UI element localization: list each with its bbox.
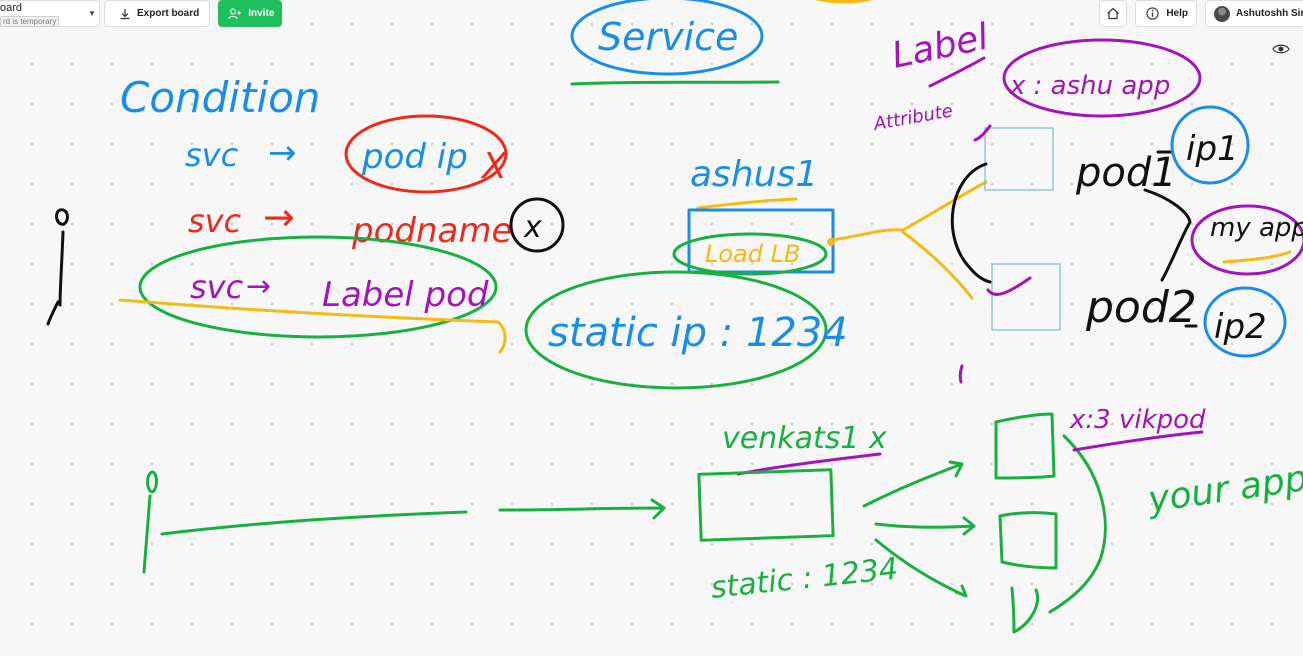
export-board-label: Export board [137, 8, 200, 19]
info-icon [1146, 7, 1159, 20]
invite-button[interactable]: Invite [218, 0, 283, 27]
invite-label: Invite [248, 8, 275, 19]
svc2-static: static : 1234 [709, 552, 900, 606]
condition-1-arrow: → [268, 133, 297, 173]
static-ip-group: static ip : 1234 [524, 270, 848, 390]
myapp-label: my app [1210, 213, 1303, 243]
label-attribute: Attribute [871, 100, 954, 135]
service-name: ashus1 [690, 154, 818, 195]
temporary-board-badge: rd is temporary [0, 16, 60, 27]
chevron-down-icon[interactable]: ▼ [88, 9, 96, 18]
add-user-icon [228, 8, 242, 19]
label-title: Label [888, 17, 992, 77]
condition-row-1: svc → pod ip X [185, 114, 508, 194]
condition-row-3: svc → Label pod [118, 235, 507, 354]
condition-3-value: Label pod [322, 275, 489, 315]
avatar [1214, 5, 1230, 22]
pod2-ip: ip2 [1214, 307, 1267, 347]
download-icon [120, 8, 130, 19]
stray-mark-mid [958, 364, 964, 384]
condition-2-key: svc [188, 202, 242, 240]
help-button[interactable]: Help [1135, 0, 1197, 27]
condition-row-2: svc → podname x [188, 195, 565, 253]
top-right-toolbar: Help Ashutoshh Singh [1099, 0, 1303, 27]
board-name-dropdown[interactable]: oard rd is temporary ▼ [0, 0, 100, 27]
x-mark: x [523, 210, 542, 245]
service-ashus1: ashus1 Load LB [672, 154, 835, 276]
cross-mark: X [480, 146, 508, 187]
x-vikpod-label: x:3 vikpod [1069, 405, 1206, 435]
label-selector: x : ashu app [1009, 71, 1170, 101]
top-left-toolbar: oard rd is temporary ▼ Export board Invi… [0, 0, 283, 27]
stray-mark-top [814, 0, 873, 4]
route-lines [830, 180, 988, 300]
user-profile-button[interactable]: Ashutoshh Singh [1205, 0, 1303, 27]
condition-heading: Condition [120, 73, 320, 122]
label-section: Label Attribute x : ashu app [871, 17, 1202, 135]
pod1-label: pod1 [1075, 150, 1177, 196]
export-board-button[interactable]: Export board [104, 0, 211, 27]
load-lb-label: Load LB [705, 240, 800, 268]
help-label: Help [1166, 8, 1188, 19]
pod1-ip: ip1 [1186, 129, 1239, 169]
pods-group: pod1 ip1 pod2 ip2 my app [950, 105, 1303, 358]
yourapp-label: your app [1145, 458, 1303, 521]
pod2-label: pod2 [1085, 282, 1197, 333]
service-title: Service [598, 15, 738, 59]
condition-3-key: svc [190, 268, 244, 306]
static-ip-label: static ip : 1234 [548, 310, 848, 356]
home-icon [1107, 7, 1120, 20]
svc2-name: venkats1 x [722, 421, 887, 456]
user-name: Ashutoshh Singh [1236, 8, 1303, 19]
condition-2-arrow: → [263, 195, 295, 239]
condition-1-value: pod ip [361, 137, 468, 177]
eye-icon[interactable] [1272, 42, 1290, 56]
condition-1-key: svc [185, 136, 239, 174]
home-button[interactable] [1099, 0, 1128, 27]
user-figure-top [46, 208, 69, 326]
condition-3-arrow: → [246, 269, 271, 304]
bottom-diagram: venkats1 x static : 1234 x:3 vikpod your… [142, 405, 1303, 634]
board-name: oard [0, 2, 23, 14]
service-title-group: Service [570, 0, 780, 86]
condition-2-value: podname [351, 211, 512, 251]
